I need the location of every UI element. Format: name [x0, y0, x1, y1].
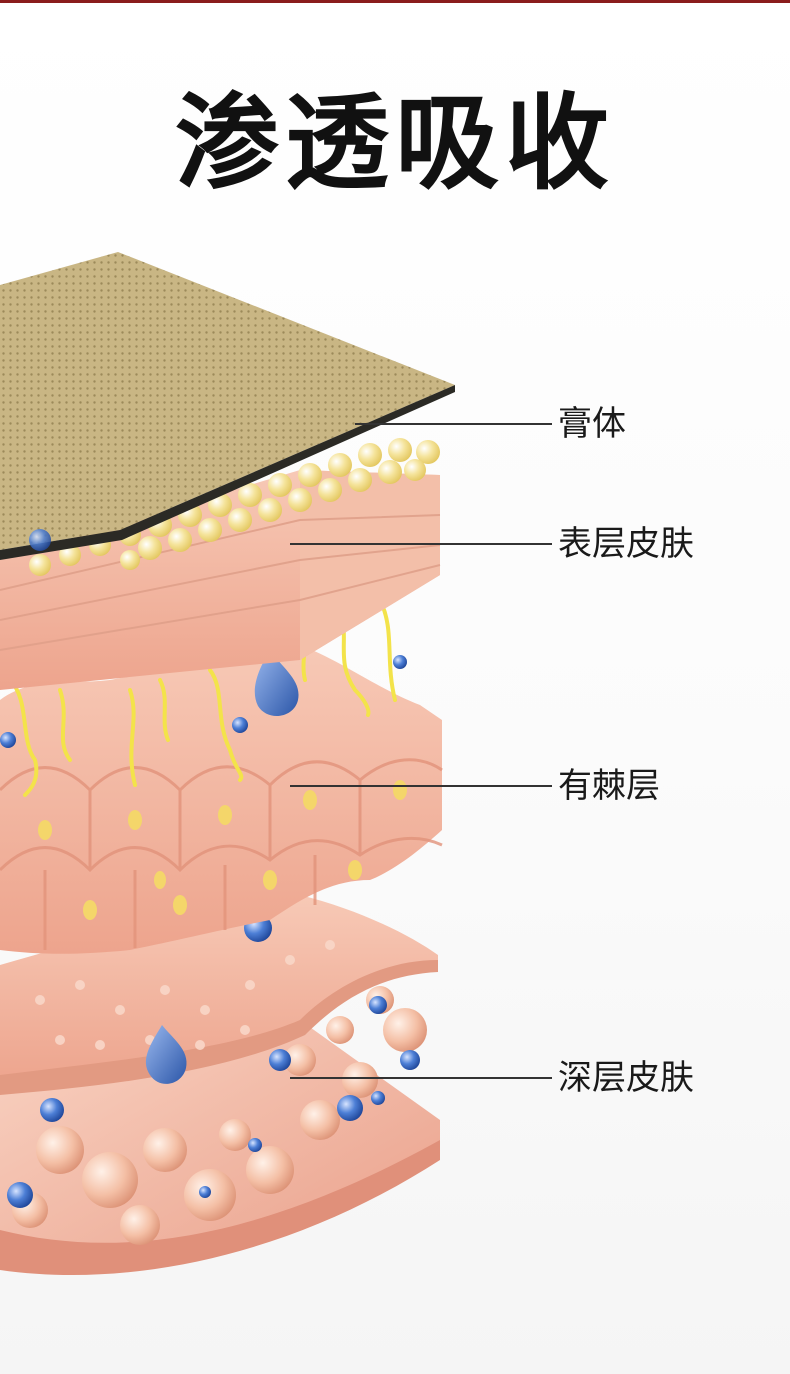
label-spinous-layer: 有棘层: [558, 766, 660, 806]
leader-lines: [290, 423, 552, 1079]
top-accent-rule: [0, 0, 790, 3]
label-epidermis: 表层皮肤: [558, 524, 694, 564]
dermis-blue-particles: [7, 996, 420, 1208]
label-dermis: 深层皮肤: [558, 1058, 694, 1098]
plaster-patch: [0, 252, 455, 560]
water-droplet-icon: [145, 1025, 187, 1084]
water-droplet-icon: [254, 650, 299, 717]
page-title: 渗透吸收: [174, 82, 615, 204]
label-plaster: 膏体: [558, 404, 626, 444]
granule-pearls: [29, 438, 440, 576]
epidermis-layer: [0, 438, 441, 690]
